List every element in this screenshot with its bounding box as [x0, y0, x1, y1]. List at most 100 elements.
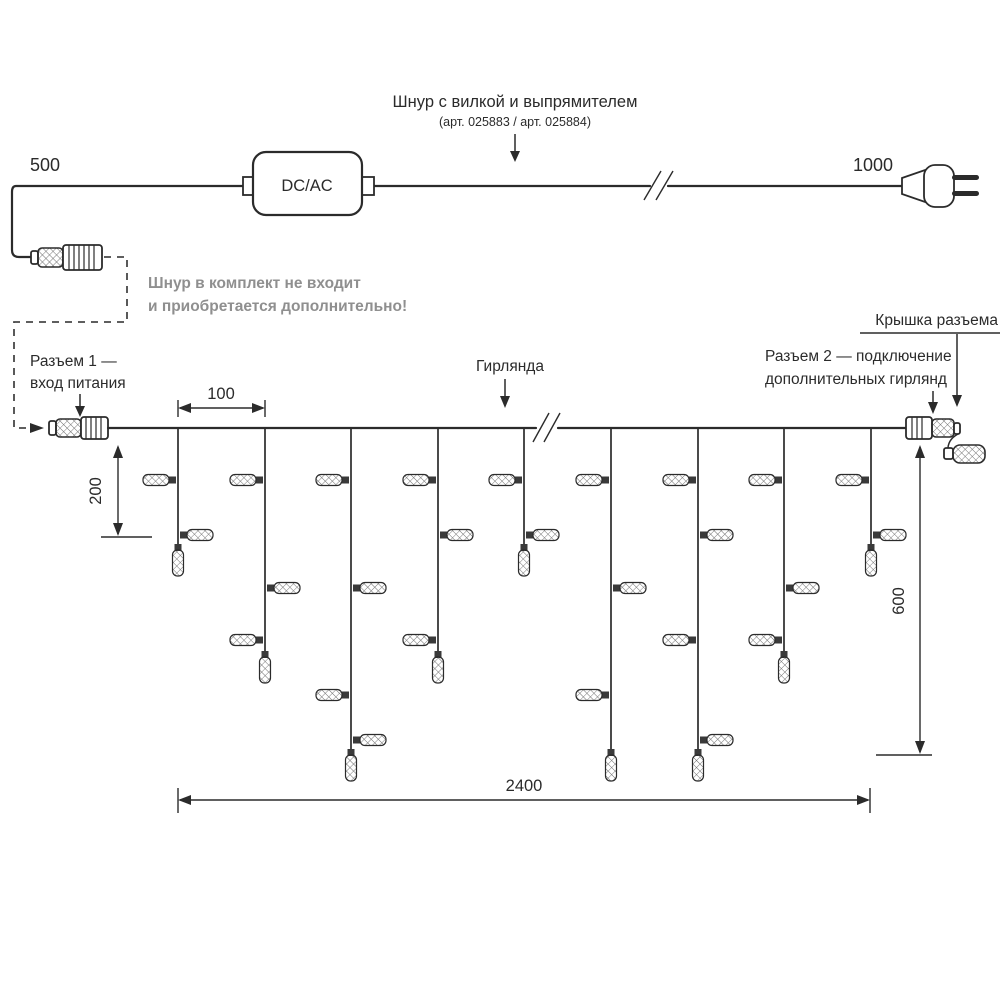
garland-drop [402, 428, 474, 684]
led-bulb-cap-icon [602, 691, 609, 699]
dim-100-value: 100 [207, 385, 235, 403]
led-bulb-terminal-icon [604, 754, 618, 782]
garland-break-mark [532, 412, 561, 443]
led-bulb-icon [662, 633, 690, 647]
led-bulb-cap-icon [180, 531, 187, 539]
cord-article-numbers: (арт. 025883 / арт. 025884) [439, 115, 591, 129]
garland-labels: Разъем 1 — вход питания Гирлянда Крышка … [30, 312, 1000, 417]
dcac-converter: DC/AC [242, 150, 375, 217]
led-bulb-icon [662, 473, 690, 487]
connector1-label-line1: Разъем 1 — [30, 353, 117, 370]
dim-2400-value: 2400 [506, 777, 543, 795]
led-bulb-cap-icon [689, 476, 696, 484]
led-bulb-cap-icon [256, 636, 263, 644]
led-bulb-cap-icon [700, 736, 707, 744]
cord-note-line1: Шнур в комплект не входит [148, 275, 361, 292]
led-bulb-icon [402, 473, 430, 487]
led-bulb-cap-icon [353, 584, 360, 592]
led-bulb-icon [792, 581, 820, 595]
led-bulb-icon [359, 581, 387, 595]
led-bulb-icon [706, 733, 734, 747]
led-bulb-icon [186, 528, 214, 542]
garland-label: Гирлянда [476, 358, 544, 375]
led-bulb-cap-icon [434, 651, 442, 658]
dimension-2400: 2400 [177, 777, 871, 813]
led-bulb-cap-icon [520, 544, 528, 551]
led-bulb-terminal-icon [691, 754, 705, 782]
led-bulb-icon [273, 581, 301, 595]
garland-drop [575, 428, 647, 782]
led-bulb-cap-icon [873, 531, 880, 539]
led-bulb-icon [835, 473, 863, 487]
cord-title-arrow-icon [510, 134, 520, 162]
led-bulb-terminal-icon [777, 656, 791, 684]
cap-label: Крышка разъема [875, 312, 998, 329]
dashed-connection-route [13, 256, 128, 433]
garland-drop [662, 428, 734, 782]
led-bulb-cap-icon [342, 476, 349, 484]
connector2-label-line1: Разъем 2 — подключение [765, 348, 952, 365]
led-bulb-cap-icon [267, 584, 274, 592]
led-bulb-icon [706, 528, 734, 542]
cord-wire-left [10, 184, 248, 259]
cord-break-mark [643, 170, 674, 201]
led-bulb-icon [229, 633, 257, 647]
garland-drop [835, 428, 907, 577]
cord-note-line2: и приобретается дополнительно! [148, 298, 407, 315]
garland-drop [229, 428, 301, 684]
cord-dim-left: 500 [30, 155, 60, 175]
power-plug-icon [901, 164, 979, 208]
led-bulb-cap-icon [342, 691, 349, 699]
garland-connector1 [48, 416, 109, 440]
led-bulb-icon [359, 733, 387, 747]
led-bulb-cap-icon [780, 651, 788, 658]
led-bulb-icon [619, 581, 647, 595]
dimension-600: 600 [876, 445, 932, 756]
dcac-label: DC/AC [281, 177, 332, 195]
garland-drop [748, 428, 820, 684]
led-bulb-cap-icon [602, 476, 609, 484]
led-bulb-icon [446, 528, 474, 542]
led-bulb-cap-icon [261, 651, 269, 658]
led-bulb-cap-icon [862, 476, 869, 484]
led-bulb-cap-icon [694, 749, 702, 756]
led-bulb-cap-icon [353, 736, 360, 744]
led-bulb-cap-icon [867, 544, 875, 551]
led-bulb-cap-icon [440, 531, 447, 539]
led-bulb-cap-icon [786, 584, 793, 592]
led-bulb-cap-icon [613, 584, 620, 592]
connector2-label-line2: дополнительных гирлянд [765, 371, 947, 388]
led-bulb-cap-icon [775, 636, 782, 644]
led-bulb-icon [575, 473, 603, 487]
led-bulb-icon [402, 633, 430, 647]
led-bulb-icon [488, 473, 516, 487]
garland-connector2 [905, 416, 961, 440]
led-bulb-icon [315, 473, 343, 487]
led-bulb-cap-icon [169, 476, 176, 484]
cord-title: Шнур с вилкой и выпрямителем [393, 93, 638, 111]
led-bulb-icon [879, 528, 907, 542]
garland-assembly [48, 412, 986, 782]
led-bulb-terminal-icon [431, 656, 445, 684]
dim-200-value: 200 [87, 477, 105, 505]
led-bulb-icon [748, 633, 776, 647]
power-cord-assembly: DC/AC Шнур с вилкой и выпрямителем (арт.… [10, 93, 979, 315]
cord-male-connector [30, 244, 103, 271]
led-bulb-cap-icon [347, 749, 355, 756]
led-bulb-cap-icon [429, 476, 436, 484]
led-bulb-icon [748, 473, 776, 487]
led-bulb-cap-icon [607, 749, 615, 756]
led-bulb-cap-icon [174, 544, 182, 551]
garland-arrow-icon [500, 379, 510, 408]
garland-drops [142, 428, 907, 782]
led-bulb-cap-icon [526, 531, 533, 539]
connector1-arrow-icon [75, 394, 85, 417]
garland-drop [142, 428, 214, 577]
connector1-label-line2: вход питания [30, 375, 126, 392]
led-bulb-terminal-icon [864, 549, 878, 577]
led-bulb-cap-icon [429, 636, 436, 644]
led-bulb-cap-icon [775, 476, 782, 484]
led-bulb-terminal-icon [344, 754, 358, 782]
